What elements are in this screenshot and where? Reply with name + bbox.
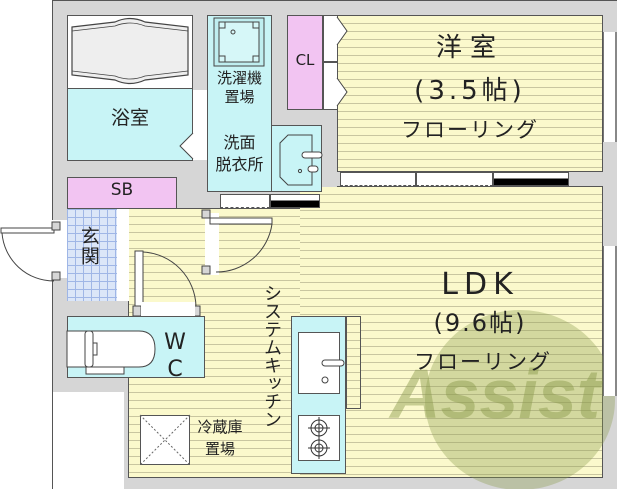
assist-watermark-icon: Assist bbox=[388, 310, 615, 489]
sliding-door-2[interactable] bbox=[416, 172, 493, 186]
washroom-label-1: 洗面 bbox=[223, 133, 256, 152]
hall-door-opening[interactable] bbox=[205, 213, 219, 275]
entrance-label: 玄関 bbox=[77, 226, 100, 266]
washing-machine-icon bbox=[213, 17, 265, 67]
stove-burners-icon bbox=[308, 417, 330, 459]
hall-door-icon bbox=[201, 209, 273, 275]
western-room-floor: フローリング bbox=[401, 118, 539, 142]
window-ldk bbox=[603, 246, 617, 396]
closet-door-2[interactable] bbox=[323, 62, 338, 110]
front-door-icon bbox=[0, 221, 61, 282]
fridge-label-2: 置場 bbox=[204, 440, 235, 458]
sliding-door-1[interactable] bbox=[340, 172, 416, 186]
closet-door-arrows-icon bbox=[336, 16, 348, 107]
washroom-label-2: 脱衣所 bbox=[215, 155, 264, 174]
sliding-door-3[interactable] bbox=[493, 172, 569, 186]
washroom-door[interactable] bbox=[220, 194, 270, 208]
toilet-label-1: W bbox=[164, 330, 186, 355]
toilet-label-2: C bbox=[167, 357, 183, 382]
fridge-label-1: 冷蔵庫 bbox=[197, 418, 243, 436]
western-room-name: 洋室 bbox=[435, 33, 504, 63]
ldk-name: LDK bbox=[441, 267, 519, 302]
bathtub-icon bbox=[71, 17, 189, 85]
kitchen-counter-side bbox=[346, 316, 361, 409]
bathroom-label: 浴室 bbox=[110, 107, 149, 129]
ldk-size: (9.6帖) bbox=[433, 309, 527, 337]
closet-door-1[interactable] bbox=[323, 15, 338, 62]
svg-text:Assist: Assist bbox=[388, 355, 603, 433]
washbasin-icon bbox=[279, 134, 323, 186]
fridge-cross-icon bbox=[139, 414, 191, 466]
washer-label-1: 洗濯機 bbox=[216, 69, 262, 87]
western-room bbox=[337, 15, 603, 172]
kitchen-label: システムキッチン bbox=[261, 284, 282, 428]
bathroom-door-icon bbox=[179, 132, 194, 160]
window-western bbox=[603, 32, 617, 142]
entrance bbox=[67, 209, 117, 301]
fridge-space bbox=[140, 415, 190, 465]
closet-label: CL bbox=[295, 51, 315, 69]
entrance-step bbox=[117, 209, 129, 301]
shoe-box bbox=[67, 177, 177, 209]
ldk-floor: フローリング bbox=[414, 350, 552, 374]
washer-label-2: 置場 bbox=[224, 88, 255, 106]
front-door-opening[interactable] bbox=[52, 220, 67, 278]
faucet-icon bbox=[321, 359, 345, 384]
wc-door-opening[interactable] bbox=[141, 302, 195, 316]
western-room-size: (3.5帖) bbox=[414, 76, 526, 106]
bathroom bbox=[67, 89, 193, 161]
ldk-room bbox=[337, 186, 603, 478]
closet bbox=[287, 15, 323, 110]
washroom-door-2[interactable] bbox=[270, 194, 320, 208]
toilet-icon bbox=[66, 330, 156, 375]
bathroom-door[interactable] bbox=[193, 90, 208, 160]
shoe-box-label: SB bbox=[110, 180, 134, 200]
